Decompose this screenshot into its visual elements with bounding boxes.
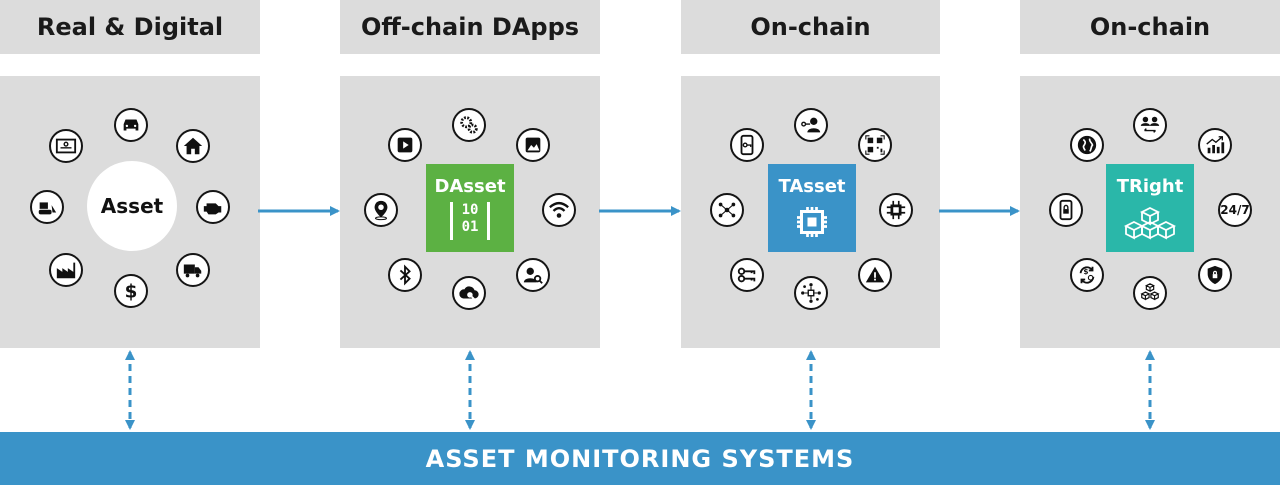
asset-label: Asset: [100, 194, 164, 218]
chip-icon: [879, 193, 913, 227]
certificate-icon: [49, 129, 83, 163]
phone-lock-icon: [1049, 193, 1083, 227]
user-search-icon: [516, 258, 550, 292]
header-real-digital: Real & Digital: [0, 0, 260, 54]
24-7-label: 24/7: [1220, 203, 1250, 217]
tright-label: TRight: [1116, 176, 1184, 197]
cubes-large-icon: [1123, 206, 1177, 240]
car-icon: [114, 108, 148, 142]
location-icon: [364, 193, 398, 227]
24-7-icon: 24/7: [1218, 193, 1252, 227]
binary-line-1: 10: [461, 202, 479, 218]
asset-circle: Asset: [87, 161, 177, 251]
header-offchain-dapps: Off-chain DApps: [340, 0, 600, 54]
network-icon: [710, 193, 744, 227]
tasset-label: TAsset: [778, 176, 846, 197]
phone-key-icon: [730, 128, 764, 162]
panel-onchain-tright: TRight 24/7 $: [1020, 76, 1280, 348]
keys-icon: [730, 258, 764, 292]
chip-large-icon: [797, 207, 827, 237]
svg-text:$: $: [125, 281, 138, 302]
header-onchain-1: On-chain: [681, 0, 940, 54]
asset-monitoring-bar: ASSET MONITORING SYSTEMS: [0, 432, 1280, 485]
house-icon: [176, 129, 210, 163]
users-exchange-icon: [1133, 108, 1167, 142]
header-onchain-2: On-chain: [1020, 0, 1280, 54]
factory-icon: [49, 253, 83, 287]
truck-icon: [176, 253, 210, 287]
shield-lock-icon: [1198, 258, 1232, 292]
globe-icon: [1070, 128, 1104, 162]
panel-real-digital: Asset $: [0, 76, 260, 348]
panel-onchain-tasset: TAsset: [681, 76, 940, 348]
panel-offchain-dapps: DAsset 10 01: [340, 76, 600, 348]
binary-code-icon: 10 01: [450, 202, 490, 240]
dasset-tile: DAsset 10 01: [426, 164, 514, 252]
bluetooth-icon: [388, 258, 422, 292]
warning-icon: [858, 258, 892, 292]
dollar-icon: $: [114, 274, 148, 308]
cloud-search-icon: [452, 276, 486, 310]
blocks-icon: [1133, 276, 1167, 310]
image-icon: [516, 128, 550, 162]
tasset-tile: TAsset: [768, 164, 856, 252]
asset-monitoring-label: ASSET MONITORING SYSTEMS: [425, 444, 855, 473]
engine-icon: [196, 190, 230, 224]
dasset-label: DAsset: [434, 176, 506, 197]
user-key-icon: [794, 108, 828, 142]
binary-line-2: 01: [461, 219, 479, 235]
sync-money-icon: $: [1070, 258, 1104, 292]
wifi-icon: [542, 193, 576, 227]
blockchain-network-icon: [794, 276, 828, 310]
video-icon: [388, 128, 422, 162]
qr-code-icon: [858, 128, 892, 162]
tright-tile: TRight: [1106, 164, 1194, 252]
svg-text:$: $: [1083, 267, 1088, 276]
bulldozer-icon: [30, 190, 64, 224]
chart-up-icon: [1198, 128, 1232, 162]
gears-icon: [452, 108, 486, 142]
